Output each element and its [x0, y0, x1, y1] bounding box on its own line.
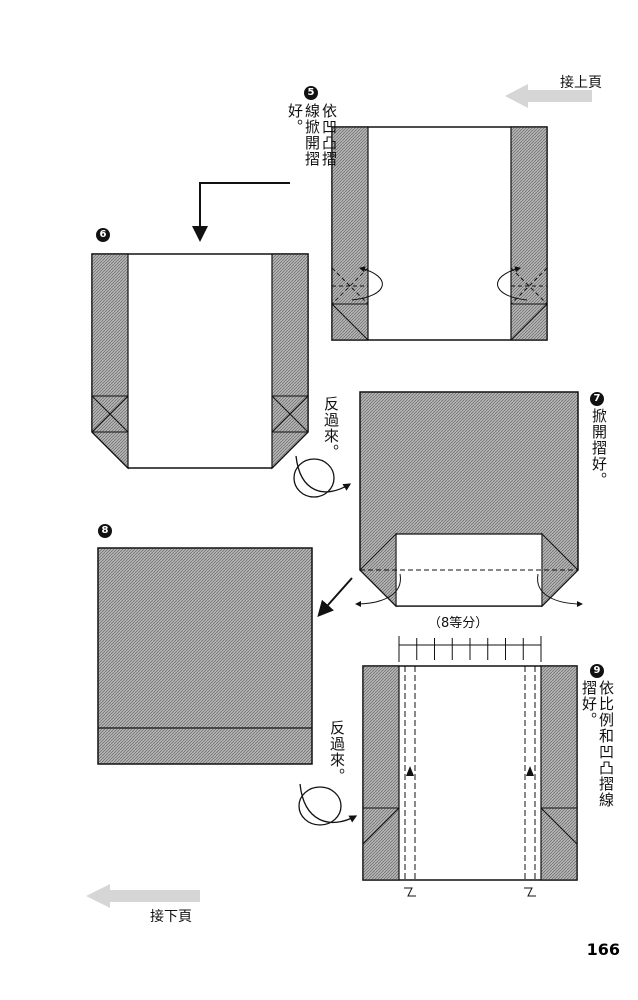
step8-figure	[97, 547, 313, 765]
arrow-7-to-8	[317, 577, 353, 617]
division-ticks	[398, 636, 542, 662]
prev-page-label[interactable]: 接上頁	[560, 75, 602, 91]
step5-figure	[331, 126, 548, 341]
arrow-5-to-6	[192, 182, 290, 242]
next-page-arrow[interactable]	[86, 884, 200, 908]
step5-instruction: 依凹凸摺線掀開摺好。	[286, 103, 338, 167]
page-number: 166	[586, 940, 620, 959]
flip-label-1: 反過來。	[322, 396, 340, 460]
step9-instruction: 依比例和凹凸摺線摺好。	[580, 680, 615, 808]
step9-figure	[362, 636, 578, 897]
step6-number: 6	[96, 228, 110, 242]
prev-page-arrow[interactable]	[505, 84, 592, 108]
step8-number: 8	[98, 524, 112, 538]
flip-label-2: 反過來。	[328, 720, 346, 784]
next-page-label[interactable]: 接下頁	[150, 909, 192, 925]
division-label: （8等分）	[428, 616, 489, 631]
step7-number: 7	[590, 392, 604, 406]
step6-figure	[91, 253, 309, 470]
flip-arrow-1	[293, 455, 352, 498]
step5-number: 5	[304, 86, 318, 100]
flip-arrow-2	[298, 783, 358, 826]
step7-instruction: 掀開摺好。	[590, 408, 608, 488]
step7-figure	[355, 391, 583, 608]
step9-number: 9	[590, 664, 604, 678]
